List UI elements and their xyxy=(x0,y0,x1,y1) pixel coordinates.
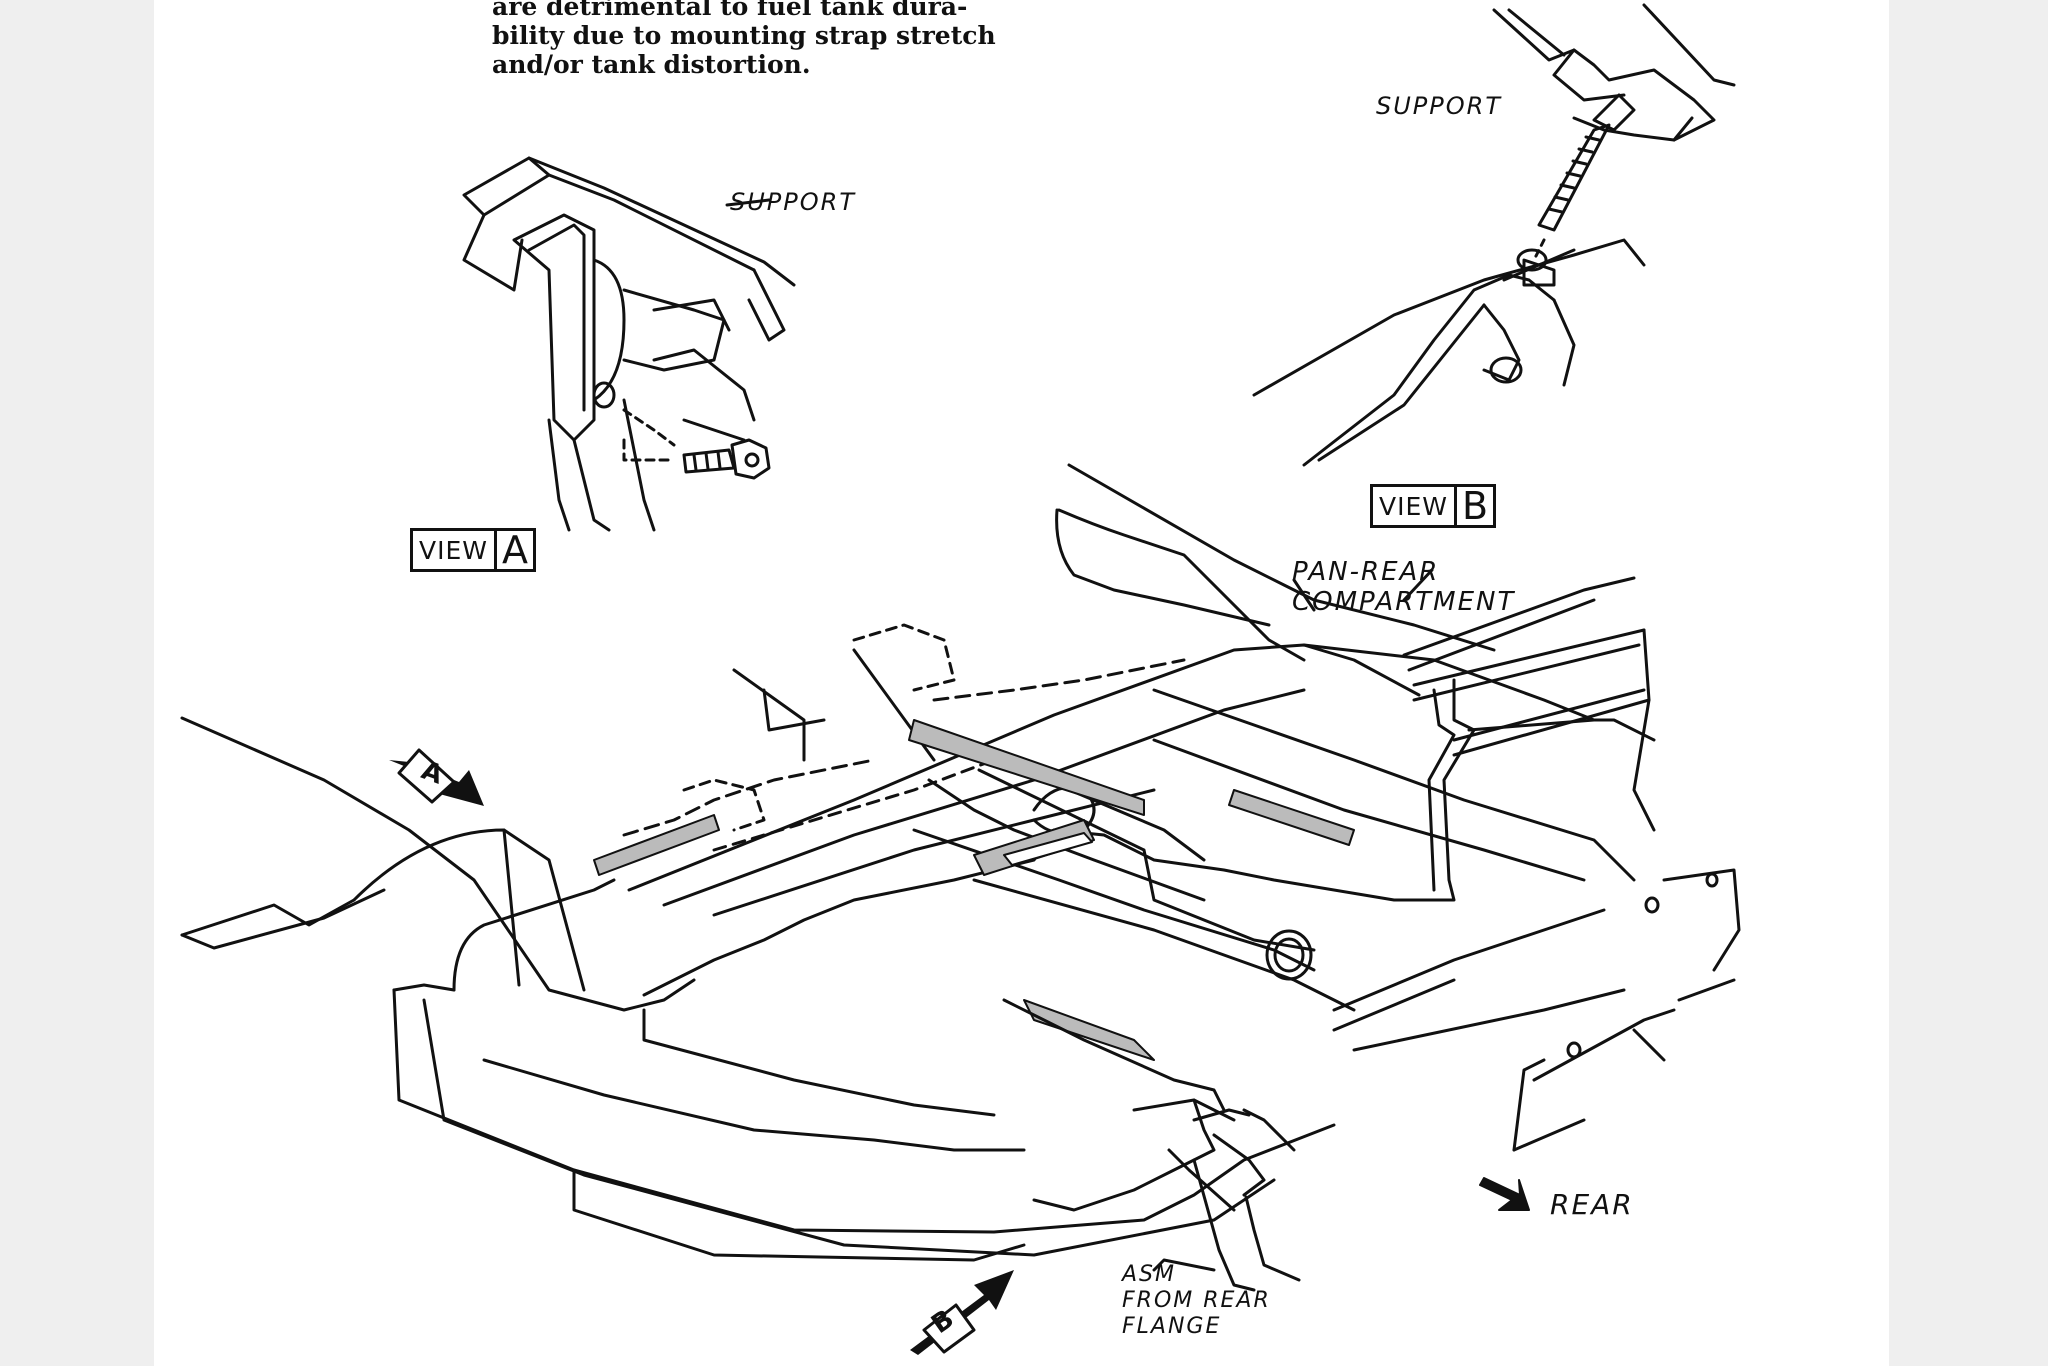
rear-direction-arrow-icon xyxy=(1480,1178,1529,1210)
view-a-word: VIEW xyxy=(419,535,488,565)
asm-label-line-1: ASM xyxy=(1122,1262,1176,1287)
view-a-callout: VIEW A xyxy=(410,528,536,572)
label-rear: REAR xyxy=(1550,1188,1634,1221)
view-a-letter: A xyxy=(494,528,533,572)
view-a-arrow-icon xyxy=(389,750,484,806)
fuel-tank-diagram xyxy=(154,0,1889,1355)
note-line-1: are detrimental to fuel tank dura- xyxy=(492,0,968,21)
view-b-letter: B xyxy=(1454,484,1493,528)
support-b-leader xyxy=(1674,118,1692,140)
view-a-bracket-drawing xyxy=(464,158,794,530)
label-pan-rear-compartment: PAN-REAR COMPARTMENT xyxy=(1292,557,1515,617)
label-support-a: SUPPORT xyxy=(730,188,856,216)
note-line-2: bility due to mounting strap stretch xyxy=(492,21,996,50)
view-b-arrow-icon xyxy=(910,1270,1014,1355)
view-b-word: VIEW xyxy=(1379,491,1448,521)
pan-label-line-2: COMPARTMENT xyxy=(1292,587,1516,617)
view-b-bolt-drawing xyxy=(1254,5,1734,465)
asm-label-line-2: FROM REAR xyxy=(1122,1288,1271,1313)
rear-compartment-pan-drawing xyxy=(182,465,1739,1290)
label-asm-from-rear-flange: ASM FROM REAR FLANGE xyxy=(1122,1262,1271,1340)
pan-leader xyxy=(1404,570,1432,600)
support-a-leader xyxy=(727,200,769,205)
view-b-callout: VIEW B xyxy=(1370,484,1497,528)
asm-label-line-3: FLANGE xyxy=(1122,1314,1222,1339)
label-support-b: SUPPORT xyxy=(1376,92,1502,120)
pan-label-line-1: PAN-REAR xyxy=(1292,557,1440,587)
document-page: are detrimental to fuel tank dura- bilit… xyxy=(154,0,1889,1366)
intro-note-text: are detrimental to fuel tank dura- bilit… xyxy=(492,0,1052,79)
note-line-3: and/or tank distortion. xyxy=(492,50,811,79)
